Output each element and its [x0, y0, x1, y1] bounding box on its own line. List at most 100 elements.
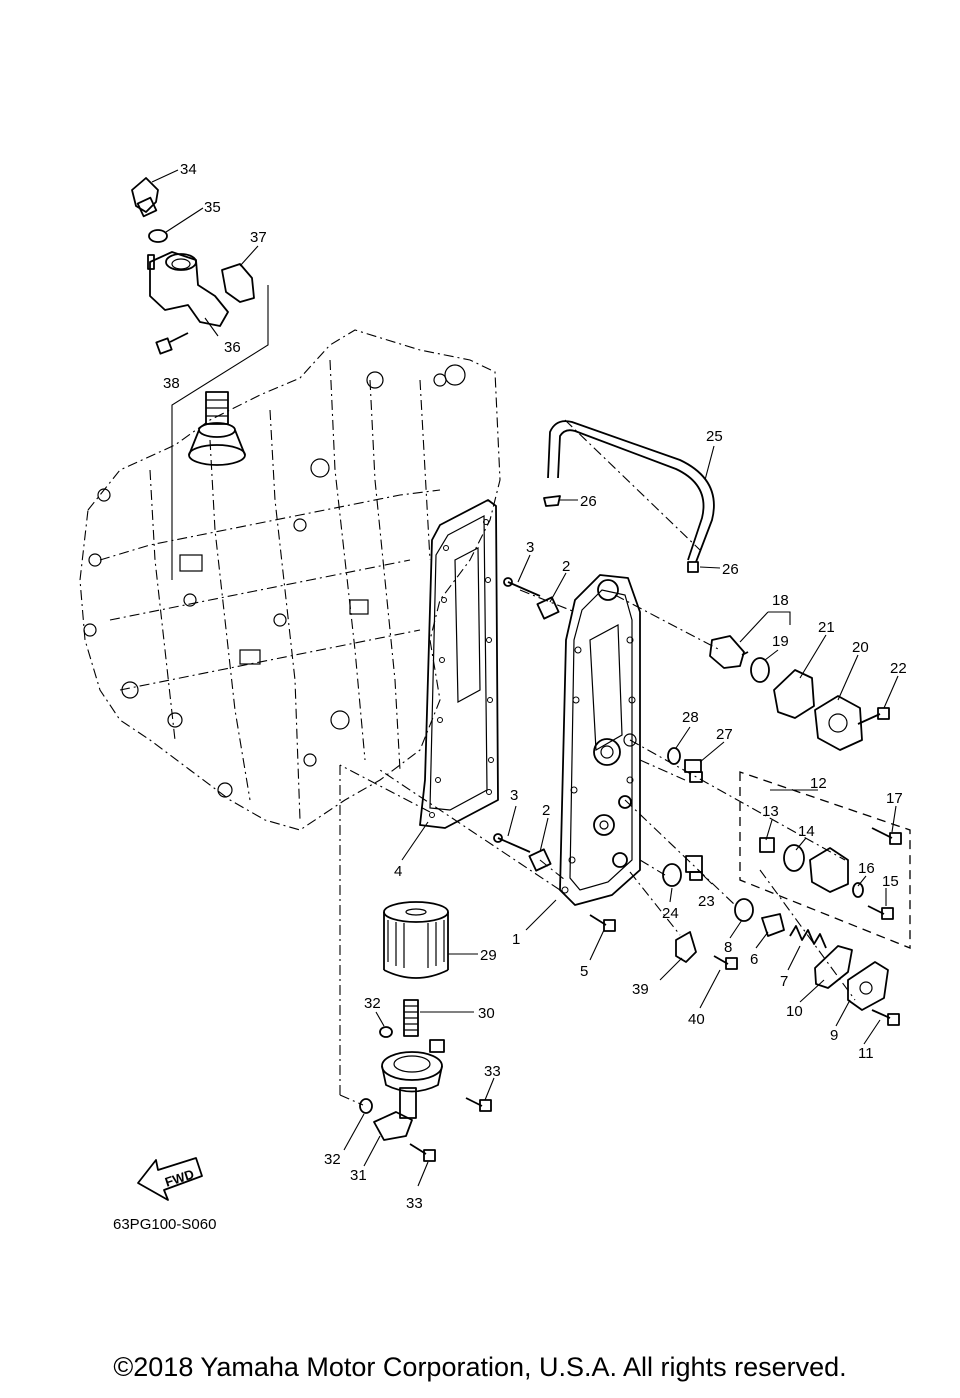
callout-2a: 2	[562, 558, 570, 575]
callout-36: 36	[224, 339, 241, 356]
bolt-part-15	[867, 905, 894, 920]
callout-35: 35	[204, 199, 221, 216]
callout-10: 10	[786, 1003, 803, 1020]
gasket-part-21	[773, 669, 815, 719]
bolt-part-11	[871, 1009, 900, 1026]
washer-part-16	[852, 882, 864, 898]
filler-neck-part-36	[147, 251, 229, 327]
oil-filter-part-29	[383, 901, 449, 979]
copyright-notice: ©2018 Yamaha Motor Corporation, U.S.A. A…	[113, 1352, 847, 1382]
callout-leaders	[151, 169, 899, 1187]
alignment-lines	[171, 285, 856, 1106]
callout-31: 31	[350, 1167, 367, 1184]
callout-26b: 26	[722, 561, 739, 578]
part-8	[734, 898, 754, 922]
hose-part-25	[547, 420, 715, 563]
clip-part-26b	[687, 561, 699, 573]
callout-9: 9	[830, 1027, 838, 1044]
callout-6: 6	[750, 951, 758, 968]
bolt-part-17	[871, 827, 902, 845]
diagram-code: 63PG100-S060	[113, 1216, 216, 1233]
callout-32a: 32	[364, 995, 381, 1012]
callout-17: 17	[886, 790, 903, 807]
callout-13: 13	[762, 803, 779, 820]
valve-body-part-12	[809, 847, 849, 893]
callout-40: 40	[688, 1011, 705, 1028]
bolt-part-40	[713, 955, 738, 970]
callout-11: 11	[858, 1045, 874, 1062]
cap-part-34	[131, 177, 159, 218]
bolt-part-3b	[493, 833, 531, 853]
callout-1: 1	[512, 931, 520, 948]
callout-30: 30	[478, 1005, 495, 1022]
callout-14: 14	[798, 823, 815, 840]
callout-21: 21	[818, 619, 835, 636]
bracket-part-39	[675, 931, 697, 963]
exploded-parts-diagram: FWD	[79, 161, 911, 1233]
sensor-part-18	[709, 635, 749, 669]
cover-part-9	[847, 961, 889, 1011]
engine-block	[79, 329, 501, 831]
valve-part-6	[761, 913, 785, 937]
bolt-part-22	[857, 707, 890, 725]
callout-2b: 2	[542, 802, 550, 819]
part-13	[759, 837, 775, 853]
bolt-part-38	[155, 332, 189, 355]
filter-base-part-31	[373, 1039, 445, 1141]
callout-23: 23	[698, 893, 715, 910]
washer-part-19	[750, 657, 770, 683]
fwd-arrow-icon: FWD	[137, 1157, 203, 1201]
spring-part-7	[789, 925, 827, 949]
callout-28: 28	[682, 709, 699, 726]
callout-32b: 32	[324, 1151, 341, 1168]
bolt-part-3a	[503, 577, 541, 597]
part-14	[783, 844, 805, 872]
callout-18: 18	[772, 592, 789, 609]
gasket-part-4	[419, 499, 499, 829]
callout-22: 22	[890, 660, 907, 677]
callout-8: 8	[724, 939, 732, 956]
callout-27: 27	[716, 726, 733, 743]
callout-20: 20	[852, 639, 869, 656]
callout-33a: 33	[484, 1063, 501, 1080]
bolt-part-33b	[409, 1143, 436, 1162]
callout-39: 39	[632, 981, 649, 998]
callout-labels: 34 35 37 36 38 25 26 26 3 2 18 19 21 20 …	[163, 161, 907, 1212]
callout-4: 4	[394, 863, 402, 880]
callout-25: 25	[706, 428, 723, 445]
group-box-part-12	[739, 771, 911, 949]
callout-24: 24	[662, 905, 679, 922]
crankshaft-top	[188, 391, 246, 466]
fwd-label: FWD	[163, 1166, 196, 1189]
cover-part-1	[559, 574, 641, 906]
plug-part-27	[684, 759, 703, 783]
callout-34: 34	[180, 161, 197, 178]
plug-part-23	[685, 855, 703, 881]
callout-16: 16	[858, 860, 875, 877]
callout-26a: 26	[580, 493, 597, 510]
gasket-part-10	[814, 945, 853, 989]
bolt-part-5	[589, 914, 616, 932]
o-ring-part-32b	[359, 1098, 373, 1114]
callout-19: 19	[772, 633, 789, 650]
callout-15: 15	[882, 873, 899, 890]
callout-37: 37	[250, 229, 267, 246]
callout-33b: 33	[406, 1195, 423, 1212]
bolt-part-33a	[465, 1097, 492, 1112]
callout-29: 29	[480, 947, 497, 964]
callout-7: 7	[780, 973, 788, 990]
collar-part-2b	[528, 848, 552, 872]
o-ring-part-35	[148, 229, 168, 243]
stud-part-30	[403, 999, 419, 1037]
o-ring-part-24	[662, 863, 682, 887]
callout-3b: 3	[510, 787, 518, 804]
callout-12: 12	[810, 775, 827, 792]
o-ring-part-32a	[379, 1026, 393, 1038]
callout-38: 38	[163, 375, 180, 392]
gasket-part-37	[221, 263, 255, 303]
o-ring-part-28	[667, 747, 681, 765]
callout-3a: 3	[526, 539, 534, 556]
collar-part-2a	[536, 596, 560, 620]
housing-part-20	[814, 695, 863, 751]
clip-part-26a	[543, 495, 561, 507]
